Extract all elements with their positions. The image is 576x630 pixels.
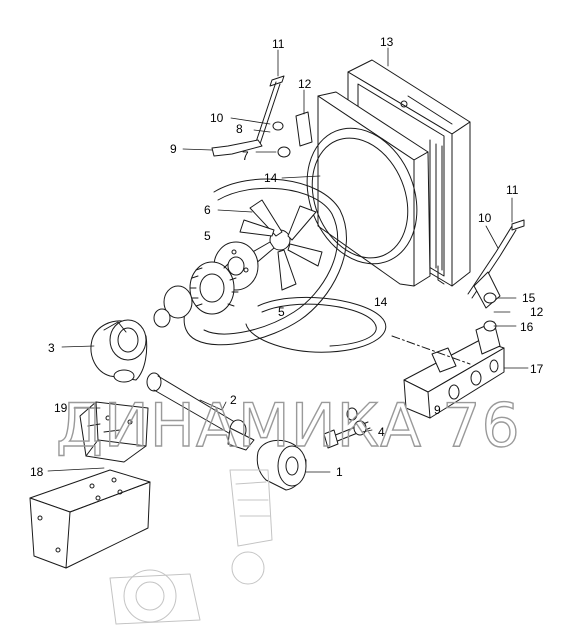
drive-shaft [146, 372, 255, 451]
callout-5b: 5 [278, 305, 285, 319]
bracket-19 [79, 401, 149, 463]
callout-19: 19 [54, 401, 68, 415]
callout-3: 3 [48, 341, 55, 355]
motor-housing [90, 319, 148, 383]
drive-belt [183, 178, 387, 353]
faded-lower-parts [109, 469, 273, 625]
callout-10b: 10 [478, 211, 492, 225]
callout-17: 17 [530, 362, 544, 376]
watermark-text: ДИНАМИКА 76 [56, 391, 521, 461]
callout-11a: 11 [272, 37, 285, 51]
callout-12b: 12 [530, 305, 544, 319]
callout-13: 13 [380, 35, 394, 49]
callout-6: 6 [204, 203, 211, 217]
callout-1: 1 [336, 465, 343, 479]
callout-10a: 10 [210, 111, 224, 125]
callout-15: 15 [522, 291, 536, 305]
callout-5a: 5 [204, 229, 211, 243]
callout-9b: 9 [434, 403, 441, 417]
mount-bracket-18 [29, 469, 151, 569]
fan-shroud [306, 91, 431, 287]
callout-7: 7 [242, 149, 249, 163]
fan-pulley [153, 241, 259, 328]
leader-lines [47, 47, 529, 473]
pulley [256, 439, 307, 491]
callout-9a: 9 [170, 142, 177, 156]
callout-labels: 11 12 10 8 7 9 14 13 6 5 5 14 11 10 15 1… [30, 35, 544, 479]
callout-12a: 12 [298, 77, 312, 91]
callout-14a: 14 [264, 171, 278, 185]
callout-4: 4 [378, 425, 385, 439]
callout-16: 16 [520, 320, 534, 334]
callout-18: 18 [30, 465, 44, 479]
upper-stay-left [211, 75, 313, 158]
callout-14b: 14 [374, 295, 388, 309]
upper-stay-right [467, 219, 525, 332]
callout-8: 8 [236, 122, 243, 136]
callout-2: 2 [230, 393, 237, 407]
callout-11b: 11 [506, 183, 519, 197]
